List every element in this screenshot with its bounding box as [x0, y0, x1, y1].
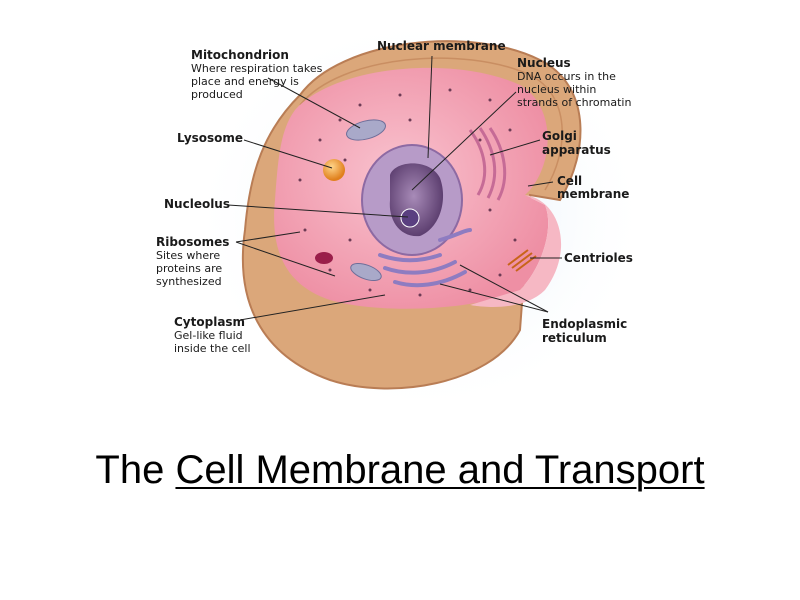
label-nucleus-desc-1: DNA occurs in the	[517, 70, 616, 83]
label-nucleus-title: Nucleus	[517, 56, 571, 70]
label-golgi-2: apparatus	[542, 143, 611, 157]
slide-title-prefix: The	[95, 448, 176, 492]
label-er-1: Endoplasmic	[542, 317, 627, 331]
label-ribosomes-title: Ribosomes	[156, 235, 229, 249]
label-mitochondrion-desc-2: place and energy is	[191, 75, 299, 88]
label-cytoplasm-title: Cytoplasm	[174, 315, 245, 329]
endoplasmic-reticulum	[378, 228, 472, 288]
label-nucleolus: Nucleolus	[164, 197, 230, 211]
ribosome-dots	[298, 88, 517, 297]
small-organelle	[315, 252, 333, 264]
slide-title-underlined: Cell Membrane and Transport	[175, 448, 705, 492]
label-ribosomes-desc-2: proteins are	[156, 262, 222, 275]
nucleus	[361, 144, 463, 256]
label-cytoplasm-desc-2: inside the cell	[174, 342, 251, 355]
label-nuclear-membrane: Nuclear membrane	[377, 39, 506, 53]
label-cell-membrane-1: Cell	[557, 174, 582, 188]
label-lysosome: Lysosome	[177, 131, 243, 145]
golgi-apparatus	[468, 127, 507, 201]
label-cytoplasm-desc-1: Gel-like fluid	[174, 329, 243, 342]
leader-lines	[227, 55, 562, 321]
label-ribosomes-desc-3: synthesized	[156, 275, 222, 288]
label-mitochondrion-desc-1: Where respiration takes	[191, 62, 323, 75]
lysosome	[323, 159, 345, 181]
label-er-2: reticulum	[542, 331, 607, 345]
cell-diagram: Mitochondrion Where respiration takes pl…	[156, 15, 650, 415]
label-cell-membrane-2: membrane	[557, 187, 629, 201]
slide-title: The Cell Membrane and Transport	[0, 448, 800, 493]
label-ribosomes-desc-1: Sites where	[156, 249, 220, 262]
label-centrioles: Centrioles	[564, 251, 633, 265]
label-nucleus-desc-2: nucleus within	[517, 83, 596, 96]
label-golgi-1: Golgi	[542, 129, 577, 143]
label-mitochondrion-title: Mitochondrion	[191, 48, 289, 62]
label-nucleus-desc-3: strands of chromatin	[517, 96, 631, 109]
mitochondrion	[346, 119, 386, 282]
label-mitochondrion-desc-3: produced	[191, 88, 243, 101]
nucleolus	[400, 208, 420, 228]
